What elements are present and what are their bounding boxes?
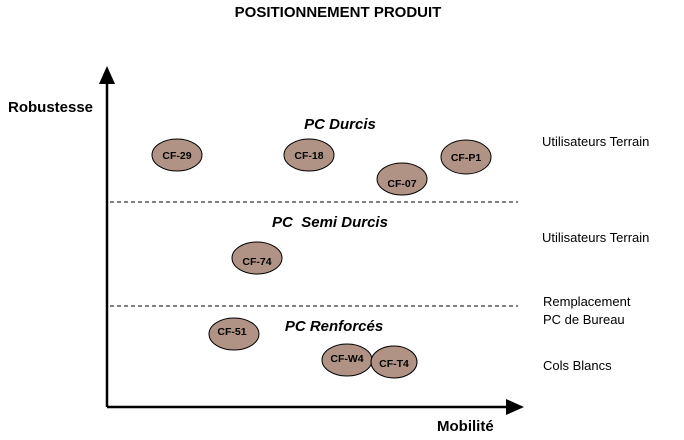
y-axis-arrow: [99, 66, 115, 84]
product-label: CF-P1: [451, 152, 481, 164]
product-bubble-cf-p1: CF-P1: [440, 139, 492, 175]
product-label: CF-74: [242, 256, 271, 268]
product-label: CF-T4: [379, 358, 409, 370]
zone-title-pc-renforces: PC Renforcés: [285, 318, 383, 335]
diagram-title: POSITIONNEMENT PRODUIT: [235, 4, 442, 21]
product-label: CF-51: [217, 326, 246, 338]
product-bubble-cf-18: CF-18: [283, 138, 335, 172]
product-label: CF-07: [387, 178, 416, 190]
product-bubble-cf-t4: CF-T4: [370, 345, 418, 379]
product-label: CF-29: [162, 150, 191, 162]
side-label-cols-blancs: Cols Blancs: [543, 358, 612, 373]
zone-title-pc-semi-durcis: PC Semi Durcis: [272, 214, 388, 231]
y-axis-label: Robustesse: [8, 99, 93, 116]
side-label-renforces-line1: Remplacement: [543, 294, 631, 309]
product-bubble-cf-07: CF-07: [376, 162, 428, 196]
x-axis-label: Mobilité: [437, 418, 494, 435]
side-label-renforces-line2: PC de Bureau: [543, 312, 625, 327]
side-label-durcis: Utilisateurs Terrain: [542, 134, 649, 149]
product-bubble-cf-74: CF-74: [231, 241, 283, 275]
product-label: CF-18: [294, 150, 323, 162]
product-label: CF-W4: [330, 353, 363, 365]
side-label-semi-durcis: Utilisateurs Terrain: [542, 230, 649, 245]
product-bubble-cf-51: CF-51: [208, 317, 260, 351]
x-axis-arrow: [506, 399, 524, 415]
product-bubble-cf-29: CF-29: [151, 138, 203, 172]
product-bubble-cf-w4: CF-W4: [321, 343, 373, 377]
zone-title-pc-durcis: PC Durcis: [304, 116, 376, 133]
